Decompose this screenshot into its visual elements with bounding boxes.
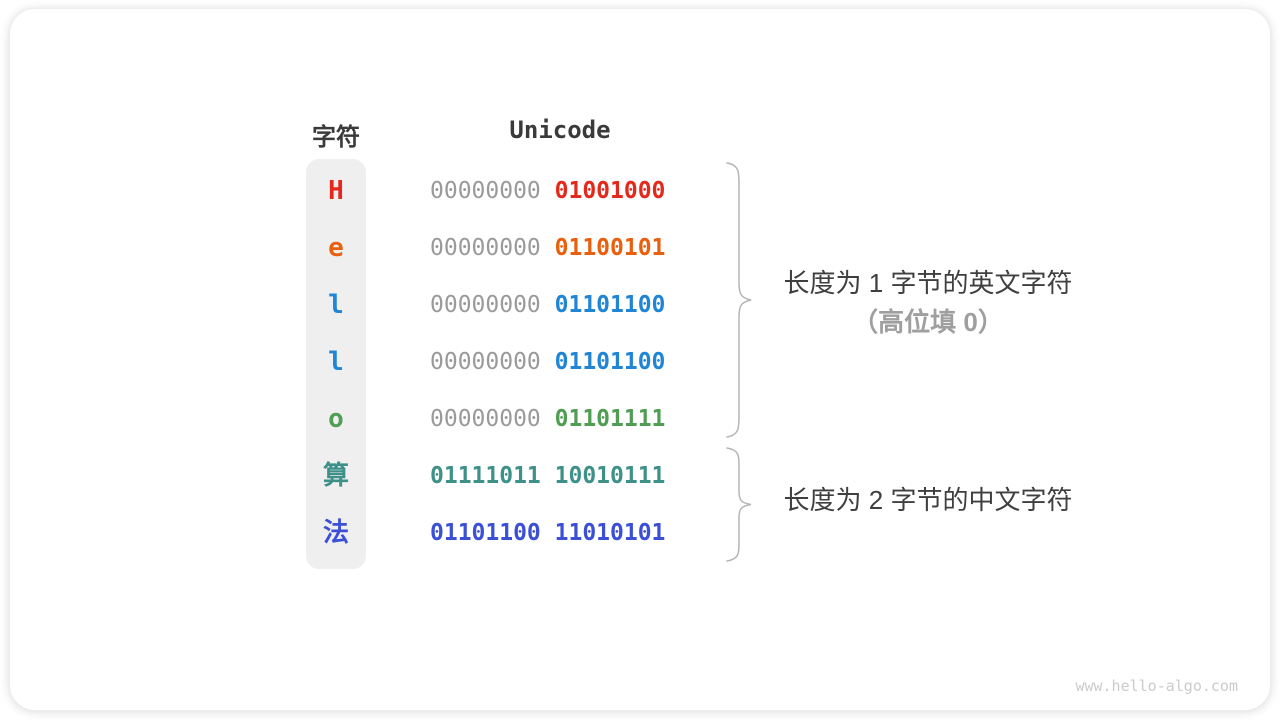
table-row: 算 01111011 10010111 bbox=[0, 462, 1280, 490]
binary-high-byte: 00000000 bbox=[430, 178, 555, 204]
character-cell: 算 bbox=[322, 461, 349, 491]
table-row: o 00000000 01101111 bbox=[0, 405, 1280, 433]
binary-low-byte: 01100101 bbox=[554, 235, 666, 261]
binary-low-byte: 01001000 bbox=[554, 178, 666, 204]
character-cell: H bbox=[328, 176, 344, 206]
binary-low-byte: 01101111 bbox=[554, 406, 666, 432]
unicode-binary-cell: 00000000 01001000 bbox=[430, 177, 665, 205]
unicode-binary-cell: 00000000 01101111 bbox=[430, 405, 665, 433]
binary-low-byte: 01101100 bbox=[554, 349, 666, 375]
unicode-column-header: Unicode bbox=[509, 116, 611, 144]
char-column-header: 字符 bbox=[312, 124, 360, 151]
watermark: www.hello-algo.com bbox=[1075, 677, 1238, 695]
unicode-binary-cell: 00000000 01100101 bbox=[430, 234, 665, 262]
unicode-binary-cell: 01101100 11010101 bbox=[430, 519, 665, 547]
binary-low-byte: 11010101 bbox=[554, 520, 666, 546]
table-row: H 00000000 01001000 bbox=[0, 177, 1280, 205]
unicode-binary-cell: 00000000 01101100 bbox=[430, 291, 665, 319]
binary-low-byte: 10010111 bbox=[554, 463, 666, 489]
character-cell: l bbox=[328, 347, 344, 377]
table-row: l 00000000 01101100 bbox=[0, 348, 1280, 376]
character-cell: o bbox=[328, 404, 344, 434]
table-row: e 00000000 01100101 bbox=[0, 234, 1280, 262]
table-row: l 00000000 01101100 bbox=[0, 291, 1280, 319]
binary-high-byte: 00000000 bbox=[430, 406, 555, 432]
binary-high-byte: 00000000 bbox=[430, 235, 555, 261]
character-cell: 法 bbox=[322, 518, 349, 548]
unicode-binary-cell: 00000000 01101100 bbox=[430, 348, 665, 376]
binary-high-byte: 01111011 bbox=[430, 463, 555, 489]
binary-high-byte: 00000000 bbox=[430, 349, 555, 375]
binary-high-byte: 00000000 bbox=[430, 292, 555, 318]
unicode-binary-cell: 01111011 10010111 bbox=[430, 462, 665, 490]
one-byte-annotation-line2: （高位填 0） bbox=[852, 307, 1004, 337]
binary-low-byte: 01101100 bbox=[554, 292, 666, 318]
table-row: 法 01101100 11010101 bbox=[0, 519, 1280, 547]
two-byte-annotation-line1: 长度为 2 字节的中文字符 bbox=[783, 485, 1073, 515]
character-cell: e bbox=[328, 233, 344, 263]
character-cell: l bbox=[328, 290, 344, 320]
binary-high-byte: 01101100 bbox=[430, 520, 555, 546]
one-byte-annotation-line1: 长度为 1 字节的英文字符 bbox=[783, 268, 1073, 298]
diagram-card bbox=[9, 8, 1271, 711]
char-column-background bbox=[306, 159, 366, 569]
